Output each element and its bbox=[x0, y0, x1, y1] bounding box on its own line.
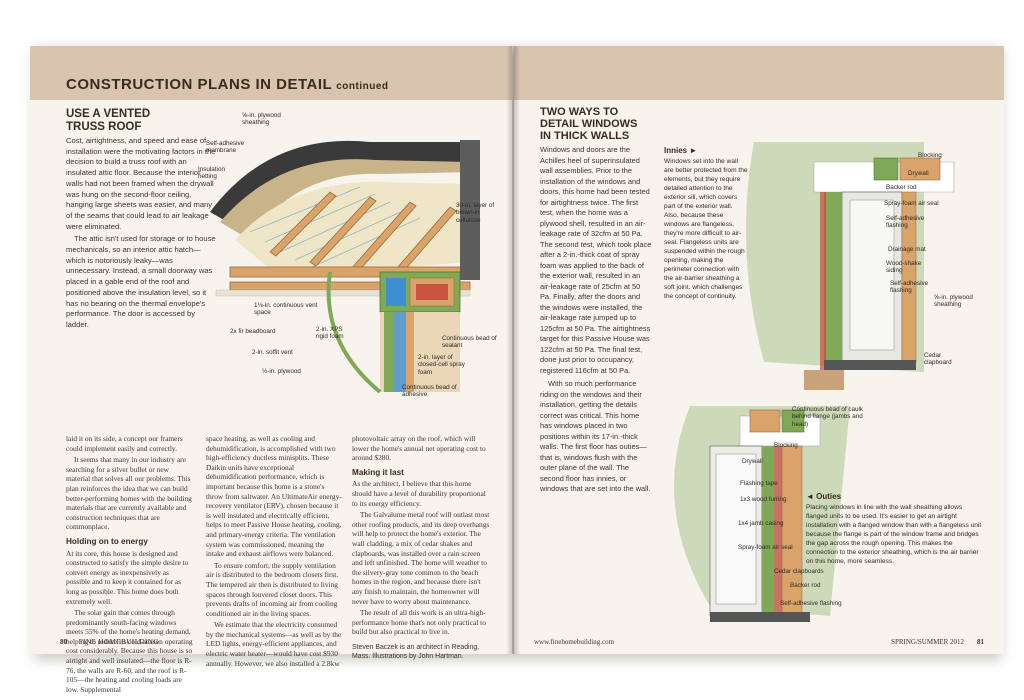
body-paragraph: The Galvalume metal roof will outlast mo… bbox=[352, 510, 490, 606]
outie-callout-adhesive-flashing: Self-adhesive flashing bbox=[780, 600, 842, 607]
innie-callout-adhesive-flashing: Self-adhesive flashing bbox=[886, 215, 925, 230]
innie-callout-spray-foam-seal: Spray-foam air seal bbox=[884, 200, 939, 207]
outie-callout-wood-furring: 1x3 wood furring bbox=[740, 496, 787, 503]
outie-callout-cedar-clapboards: Cedar clapboards bbox=[774, 568, 824, 575]
header-band-right bbox=[514, 46, 1004, 100]
callout-bead-adhesive: Continuous bead of adhesive bbox=[402, 384, 457, 399]
body-paragraph: The result of all this work is an ultra-… bbox=[352, 608, 486, 637]
innie-callout-drywall: Drywall bbox=[908, 170, 929, 177]
innies-note: Innies ► Windows set into the wall are b… bbox=[664, 146, 748, 301]
callout-fir-beadboard: 2x fir beadboard bbox=[230, 328, 276, 335]
sidebar-truss-roof: USE A VENTED TRUSS ROOF Cost, airtightne… bbox=[66, 108, 218, 331]
body-paragraph: It seems that many in our industry are s… bbox=[66, 455, 192, 532]
callout-plywood-sheathing: ⅝-in. plywood sheathing bbox=[242, 112, 281, 127]
outies-heading: ◄ Outies bbox=[806, 492, 842, 501]
sidebar-heading: USE A VENTED TRUSS ROOF bbox=[66, 108, 218, 134]
header-band bbox=[30, 46, 512, 100]
sidebar-paragraph: Cost, airtightness, and speed and ease o… bbox=[66, 136, 216, 231]
innie-callout-cedar-clapboard: Cedar clapboard bbox=[924, 352, 952, 367]
callout-half-plywood: ½-in. plywood bbox=[262, 368, 301, 375]
outie-callout-spray-foam-seal: Spray-foam air seal bbox=[738, 544, 793, 551]
body-paragraph: At its core, this house is designed and … bbox=[66, 548, 189, 606]
innie-callout-adhesive-flashing-2: Self-adhesive flashing bbox=[890, 280, 929, 295]
folio-url: www.finehomebuilding.com bbox=[534, 638, 615, 646]
folio-magazine-name: FINE HOMEBUILDING bbox=[78, 638, 159, 646]
windows-article: TWO WAYS TO DETAIL WINDOWS IN THICK WALL… bbox=[540, 106, 652, 495]
innies-heading: Innies ► bbox=[664, 146, 698, 155]
windows-heading-line2: DETAIL WINDOWS bbox=[540, 118, 638, 130]
sidebar-heading-line2: TRUSS ROOF bbox=[66, 121, 142, 133]
innies-text: Windows set into the wall are better pro… bbox=[664, 158, 748, 300]
windows-paragraph: Windows and doors are the Achilles heel … bbox=[540, 145, 652, 375]
outies-text: Placing windows in line with the wall sh… bbox=[806, 504, 982, 565]
folio-issue: SPRING/SUMMER 2012 bbox=[891, 638, 964, 646]
folio-left: 80 FINE HOMEBUILDING bbox=[60, 638, 159, 646]
roof-truss-illustration bbox=[210, 140, 480, 394]
outie-callout-flashing-tape: Flashing tape bbox=[740, 480, 778, 487]
innie-callout-drainage-mat: Drainage mat bbox=[888, 246, 926, 253]
author-byline: Steven Baczek is an architect in Reading… bbox=[352, 643, 480, 660]
body-paragraph: space heating, as well as cooling and de… bbox=[206, 434, 342, 559]
callout-soffit-vent: 2-in. soffit vent bbox=[252, 349, 293, 356]
outies-note: ◄ Outies Placing windows in line with th… bbox=[806, 492, 984, 566]
body-column-3: photovoltaic array on the roof, which wi… bbox=[352, 434, 492, 661]
callout-spray-foam-layer: 2-in. layer of closed-cell spray foam bbox=[418, 354, 465, 376]
innie-callout-plywood-sheathing: ⅝-in. plywood sheathing bbox=[934, 294, 973, 309]
windows-paragraph: With so much performance riding on the w… bbox=[540, 379, 651, 493]
callout-xps-foam: 2-in. XPS rigid foam bbox=[316, 326, 344, 341]
callout-blown-cellulose: 30-in. layer of blown-in cellulose bbox=[456, 202, 495, 224]
body-column-1: laid it on its side, a concept our frame… bbox=[66, 434, 194, 696]
innie-callout-backer-rod: Backer rod bbox=[886, 184, 917, 191]
outie-callout-jamb-casing: 1x4 jamb casing bbox=[738, 520, 784, 527]
innie-window-illustration bbox=[746, 142, 955, 390]
outie-callout-drywall: Drywall bbox=[742, 458, 763, 465]
folio-page-number-right: 81 bbox=[977, 638, 984, 646]
callout-insulation-netting: Insulation netting bbox=[198, 166, 225, 181]
outie-window-illustration bbox=[674, 406, 850, 622]
body-paragraph: We estimate that the electricity consume… bbox=[206, 620, 342, 668]
body-paragraph: As the architect, I believe that this ho… bbox=[352, 479, 486, 508]
body-paragraph: laid it on its side, a concept our frame… bbox=[66, 434, 183, 453]
windows-heading-line3: IN THICK WALLS bbox=[540, 130, 630, 142]
callout-adhesive-membrane: Self-adhesive membrane bbox=[206, 140, 245, 155]
sidebar-heading-line1: USE A VENTED bbox=[66, 108, 151, 120]
right-page: TWO WAYS TO DETAIL WINDOWS IN THICK WALL… bbox=[514, 46, 1004, 654]
callout-bead-sealant: Continuous bead of sealant bbox=[442, 335, 497, 350]
sidebar-paragraph: The attic isn't used for storage or to h… bbox=[66, 234, 216, 329]
page-title-suffix: continued bbox=[336, 81, 389, 92]
body-column-2: space heating, as well as cooling and de… bbox=[206, 434, 342, 670]
outie-callout-backer-rod: Backer rod bbox=[790, 582, 821, 589]
innie-callout-blocking: Blocking bbox=[918, 152, 942, 159]
body-paragraph: To ensure comfort, the supply ventilatio… bbox=[206, 560, 339, 618]
outie-callout-caulk-bead: Continuous bead of caulk behind flange (… bbox=[792, 406, 864, 428]
innie-callout-wood-shake: Wood-shake siding bbox=[886, 260, 922, 275]
subhead-making-it-last: Making it last bbox=[352, 467, 404, 477]
windows-heading-line1: TWO WAYS TO bbox=[540, 106, 619, 118]
spine-gutter bbox=[506, 46, 520, 654]
body-paragraph: The solar gain that comes through predom… bbox=[66, 608, 193, 694]
outie-callout-blocking: Blocking bbox=[774, 442, 798, 449]
subhead-holding-energy: Holding on to energy bbox=[66, 536, 148, 546]
page-title-text: CONSTRUCTION PLANS IN DETAIL bbox=[66, 76, 333, 93]
folio-right: www.finehomebuilding.com SPRING/SUMMER 2… bbox=[534, 638, 984, 646]
body-paragraph: photovoltaic array on the roof, which wi… bbox=[352, 434, 486, 463]
folio-page-number: 80 bbox=[60, 638, 67, 646]
callout-vent-space: 1⅛-in. continuous vent space bbox=[254, 302, 318, 317]
windows-heading: TWO WAYS TO DETAIL WINDOWS IN THICK WALL… bbox=[540, 106, 652, 142]
